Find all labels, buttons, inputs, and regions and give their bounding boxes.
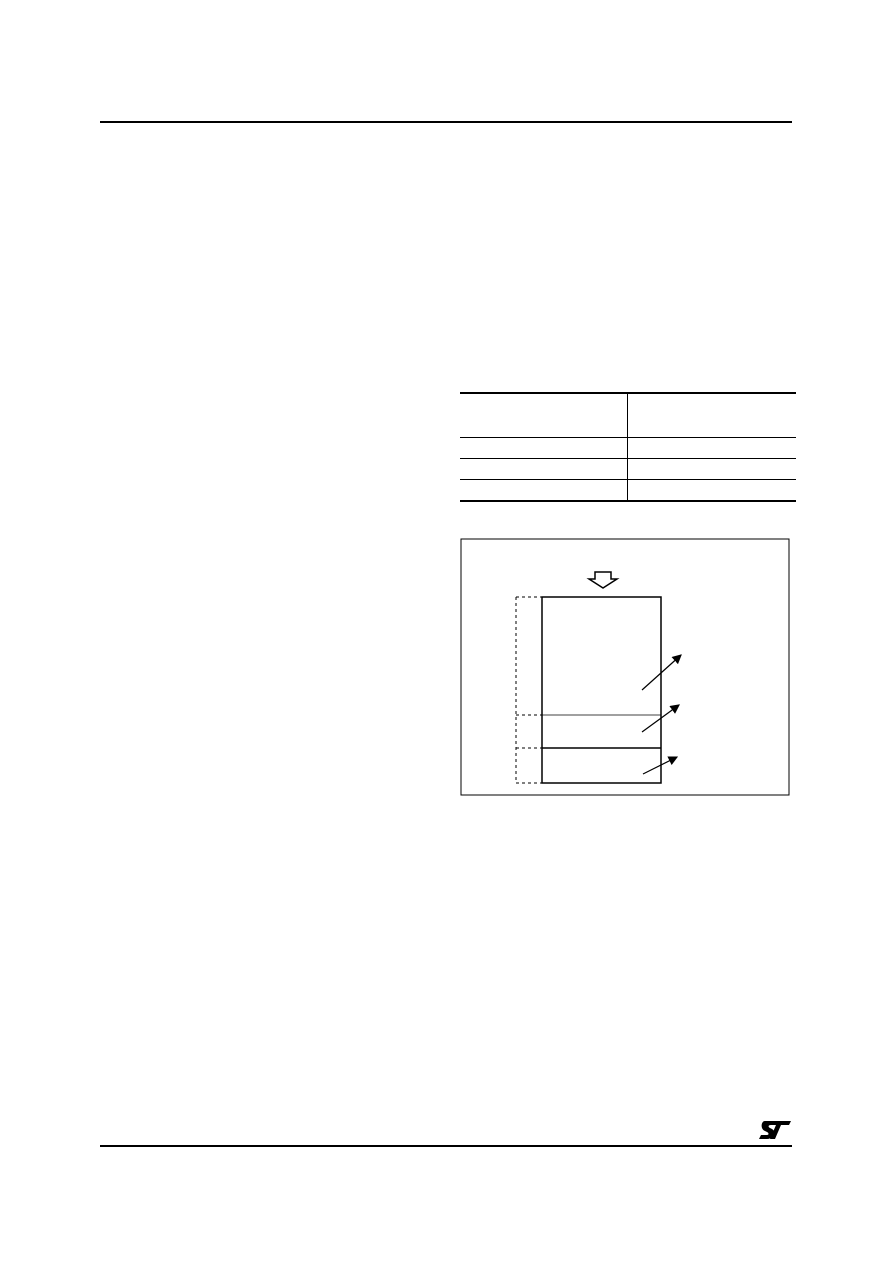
table-header-row <box>460 392 796 438</box>
table-cell <box>460 479 628 502</box>
st-logo-icon <box>759 1121 791 1139</box>
table-cell <box>627 479 796 502</box>
table-header-cell <box>627 392 796 438</box>
table-cell <box>460 458 628 480</box>
pointer-arrow-middle <box>641 704 680 733</box>
spec-table <box>460 392 796 502</box>
memory-map-figure <box>460 538 790 796</box>
header-rule <box>100 121 792 123</box>
memory-map-diagram <box>460 538 790 796</box>
table-row <box>460 437 796 459</box>
table-row <box>460 479 796 502</box>
footer-rule <box>100 1145 792 1147</box>
table-header-cell <box>460 392 628 438</box>
table-row <box>460 458 796 480</box>
table-cell <box>627 458 796 480</box>
table-cell <box>627 437 796 459</box>
table-cell <box>460 437 628 459</box>
pointer-arrow-upper <box>641 654 682 691</box>
memory-block-outline <box>541 596 662 784</box>
pointer-arrow-lower <box>642 756 679 775</box>
st-logo <box>757 1119 793 1141</box>
input-arrow-icon <box>586 571 620 589</box>
